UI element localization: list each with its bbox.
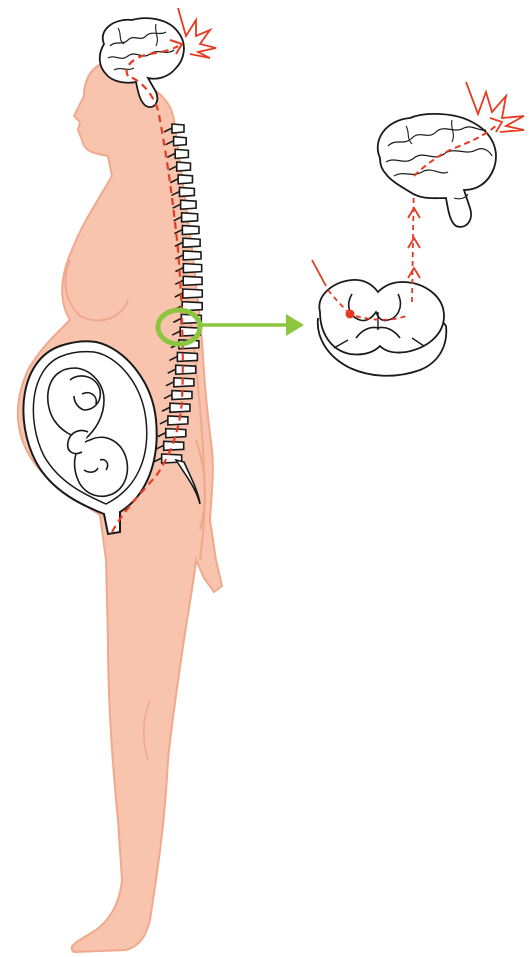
vertebra bbox=[179, 187, 194, 196]
vertebra bbox=[183, 276, 202, 285]
vertebra bbox=[182, 213, 198, 222]
arrow-right-icon bbox=[201, 314, 304, 336]
vertebra bbox=[176, 365, 196, 374]
vertebra bbox=[175, 149, 188, 158]
vertebra bbox=[172, 124, 184, 133]
vertebra bbox=[178, 175, 192, 184]
vertebra bbox=[174, 378, 194, 387]
brain-icon-right bbox=[378, 114, 496, 227]
vertebra bbox=[182, 226, 199, 235]
vertebra bbox=[177, 352, 197, 361]
vertebra bbox=[168, 416, 188, 425]
vertebra bbox=[181, 200, 196, 209]
vertebra bbox=[177, 162, 191, 171]
vertebra bbox=[183, 251, 201, 260]
vertebra bbox=[174, 137, 187, 146]
vertebra bbox=[183, 289, 202, 298]
spinal-cord-icon bbox=[318, 280, 447, 376]
vertebra bbox=[183, 264, 201, 273]
vertebra bbox=[166, 429, 186, 438]
vertebra bbox=[183, 238, 200, 247]
vertebra bbox=[170, 403, 190, 412]
